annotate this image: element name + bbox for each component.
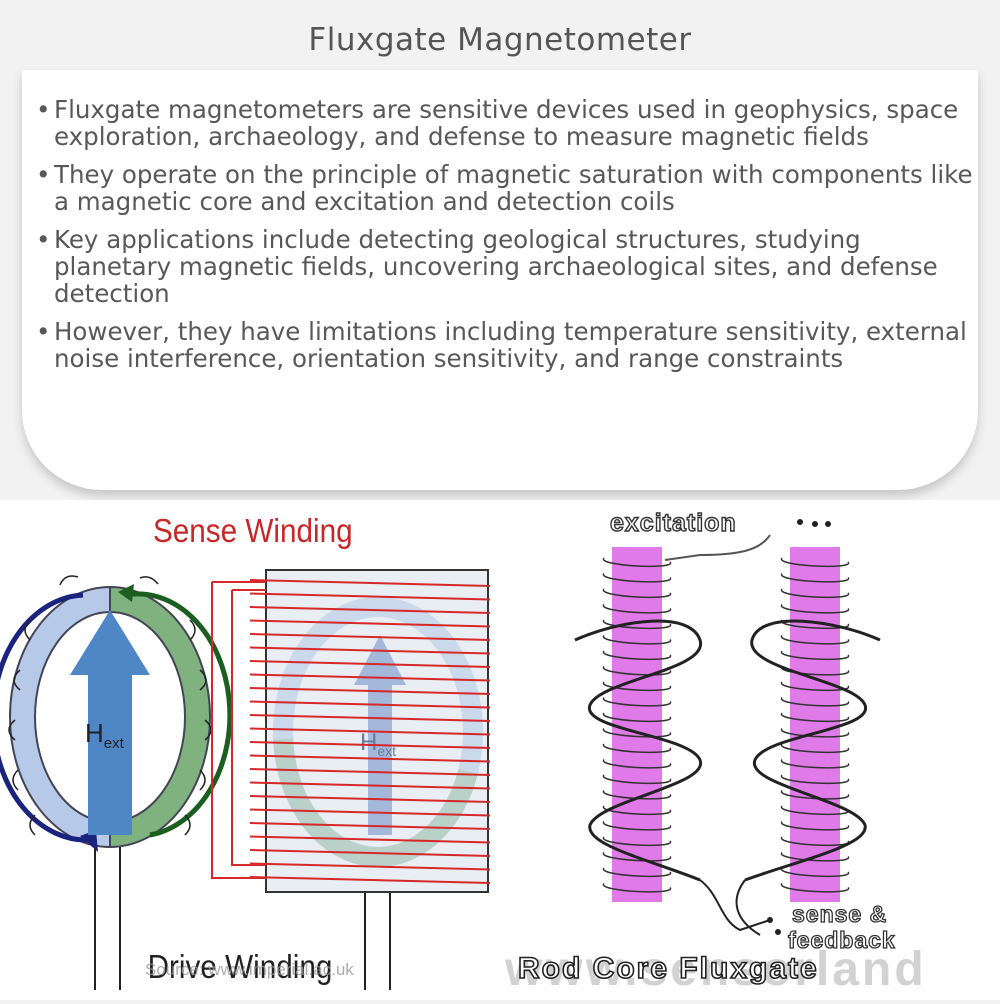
- h-ext-label-faded: Hext: [360, 729, 396, 759]
- toroidal-fluxgate-diagram: Hext Hext Sense Winding Drive Winding So…: [0, 513, 491, 990]
- bullet-item: They operate on the principle of magneti…: [34, 161, 974, 215]
- page-title: Fluxgate Magnetometer: [308, 22, 692, 58]
- bullet-item: Key applications include detecting geolo…: [34, 226, 974, 307]
- rod-core-fluxgate-diagram: excitation sense & feedback www.sensorla…: [504, 508, 927, 996]
- sense-winding-label: Sense Winding: [153, 513, 353, 550]
- bullet-item: However, they have limitations including…: [34, 318, 974, 372]
- left-rod-core: [612, 547, 662, 902]
- source-credit: Source: www.imperial.ac.uk: [145, 960, 354, 979]
- drive-winding-label: Drive Winding: [148, 949, 333, 986]
- bullet-list: Fluxgate magnetometers are sensitive dev…: [34, 96, 974, 383]
- h-ext-label: Hext: [85, 718, 125, 752]
- rod-core-caption: Rod Core Fluxgate: [518, 952, 819, 985]
- sense-feedback-label-1: sense &: [792, 901, 887, 927]
- diagram-area: Hext Hext Sense Winding Drive Winding So…: [0, 500, 1000, 1000]
- bullet-item: Fluxgate magnetometers are sensitive dev…: [34, 96, 974, 150]
- excitation-label: excitation: [610, 509, 737, 537]
- sense-feedback-label-2: feedback: [788, 927, 896, 953]
- right-rod-core: [790, 547, 840, 902]
- sense-winding-coil: Hext: [211, 569, 491, 893]
- watermark: www.sensorland: [504, 943, 927, 996]
- drive-ring-core: Hext: [0, 575, 233, 852]
